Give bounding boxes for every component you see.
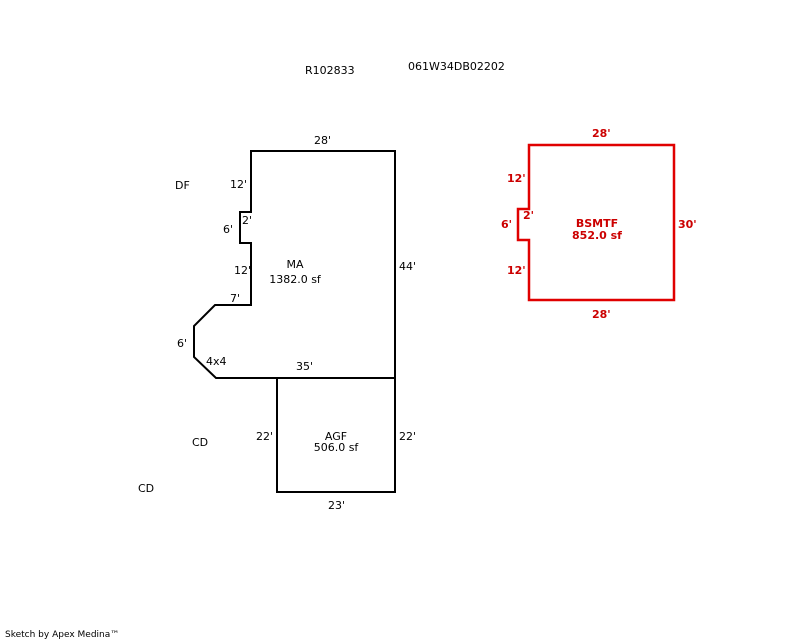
garage-area-size: 506.0 sf	[314, 441, 360, 454]
main-area-code: MA	[286, 258, 303, 271]
main-notch-height-dim: 6'	[223, 223, 233, 236]
basement-right-dim: 30'	[678, 218, 697, 231]
main-notch-width-dim: 2'	[242, 214, 252, 227]
main-area-size: 1382.0 sf	[269, 273, 322, 286]
basement-top-dim: 28'	[592, 127, 611, 140]
basement-area-size: 852.0 sf	[572, 229, 622, 242]
main-top-dim: 28'	[314, 134, 331, 147]
main-bay-label: 4x4	[206, 355, 227, 368]
basement-left-upper-dim: 12'	[507, 172, 526, 185]
basement-code: BSMTF	[576, 217, 618, 230]
main-left-upper-dim: 12'	[230, 178, 247, 191]
label-cd-1: CD	[192, 436, 208, 449]
label-cd-2: CD	[138, 482, 154, 495]
main-right-dim: 44'	[399, 260, 416, 273]
main-bottom-dim: 35'	[296, 360, 313, 373]
label-df: DF	[175, 179, 190, 192]
basement-notch-height-dim: 6'	[501, 218, 512, 231]
garage-code: AGF	[325, 430, 347, 443]
footer-credit: Sketch by Apex Medina™	[5, 630, 119, 640]
basement-outline	[516, 143, 676, 302]
garage-right-dim: 22'	[399, 430, 416, 443]
main-bay-side-dim: 6'	[177, 337, 187, 350]
basement-notch-width-dim: 2'	[523, 209, 534, 222]
parcel-id: 061W34DB02202	[408, 60, 505, 73]
garage-outline	[276, 377, 396, 493]
basement-bottom-dim: 28'	[592, 308, 611, 321]
record-id: R102833	[305, 64, 355, 77]
basement-left-lower-dim: 12'	[507, 264, 526, 277]
main-left-lower-dim: 12'	[234, 264, 251, 277]
main-step-dim: 7'	[230, 292, 240, 305]
garage-bottom-dim: 23'	[328, 499, 345, 512]
garage-left-dim: 22'	[256, 430, 273, 443]
